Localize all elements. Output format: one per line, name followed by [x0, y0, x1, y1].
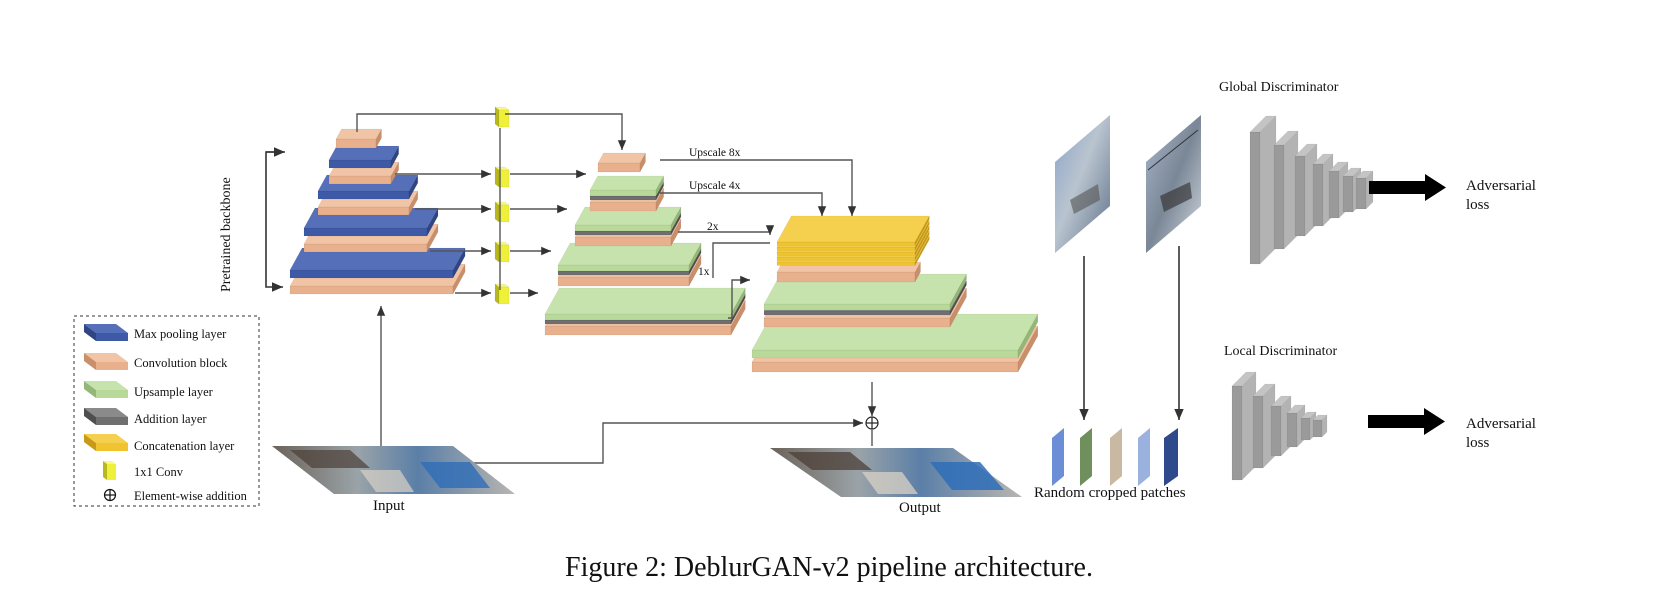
legend-element-wise-addition: Element-wise addition	[103, 488, 248, 503]
conv1x1-icon	[494, 166, 510, 188]
concatenation-layer	[776, 215, 930, 246]
legend-box	[73, 315, 260, 507]
input-label: Input	[373, 498, 405, 514]
conv1x1-icon	[494, 201, 510, 223]
encoder-max-pooling	[328, 145, 400, 169]
legend-label: Upsample layer	[134, 385, 214, 399]
output-image	[770, 448, 1022, 497]
blurred-image-1	[1055, 115, 1110, 253]
legend-concatenation-layer: Concatenation layer	[84, 434, 235, 453]
legend-label: Element-wise addition	[134, 489, 248, 503]
legend-label: Concatenation layer	[134, 439, 235, 453]
scale-2x-label: 2x	[707, 221, 719, 233]
convolution-block-icon	[84, 353, 128, 370]
global-adversarial-label: Adversarial	[1466, 178, 1536, 194]
output-label: Output	[899, 500, 942, 516]
decoder-upsample-layer	[557, 242, 702, 272]
legend-max-pooling: Max pooling layer	[84, 324, 227, 341]
encoder-pyramid	[289, 128, 466, 295]
upscale-4x-label: Upscale 4x	[689, 180, 741, 192]
backbone-bracket: Pretrained backbone	[219, 147, 285, 292]
legend-convolution-block: Convolution block	[84, 353, 228, 370]
legend-label: 1x1 Conv	[134, 465, 184, 479]
conv1x1-icon	[494, 241, 510, 263]
upsample-layer-icon	[84, 381, 128, 398]
legend-upsample-layer: Upsample layer	[84, 381, 214, 399]
conv1x1-column	[494, 106, 510, 305]
local-adversarial-label: Adversarial	[1466, 416, 1536, 432]
discriminator-layer	[1312, 414, 1328, 438]
encoder-max-pooling	[289, 247, 466, 279]
decoder-upsample-layer	[544, 287, 746, 321]
final-stack	[751, 215, 1039, 373]
conv1x1-icon	[494, 106, 510, 128]
backbone-label: Pretrained backbone	[219, 177, 234, 292]
cropped-patches	[1052, 428, 1178, 486]
legend-label: Convolution block	[134, 356, 228, 370]
discriminator-layer	[1273, 130, 1299, 250]
local-adversarial-arrow	[1368, 408, 1445, 435]
decoder-top-conv	[597, 152, 646, 173]
legend-label: Addition layer	[134, 412, 207, 426]
conv1x1-icon	[103, 461, 116, 480]
local-discriminator-label: Local Discriminator	[1224, 344, 1337, 359]
global-discriminator-label: Global Discriminator	[1219, 80, 1339, 95]
local-loss-label: loss	[1466, 435, 1490, 451]
legend-1x1-conv: 1x1 Conv	[103, 461, 184, 480]
element-wise-addition-node	[865, 416, 879, 430]
max-pooling-icon	[84, 324, 128, 341]
concatenation-layer-icon	[84, 434, 128, 451]
global-discriminator	[1249, 115, 1374, 265]
addition-layer-icon	[84, 408, 128, 425]
upscale-8x-label: Upscale 8x	[689, 147, 741, 159]
global-adversarial-arrow	[1369, 174, 1446, 201]
decoder-upsample-layer	[574, 206, 682, 232]
global-loss-label: loss	[1466, 197, 1490, 213]
conv1x1-icon	[494, 283, 510, 305]
patches-label: Random cropped patches	[1034, 485, 1186, 501]
blurred-image-2	[1146, 115, 1201, 253]
fpn-decoder	[544, 152, 746, 336]
legend-addition-layer: Addition layer	[84, 408, 207, 426]
decoder-upsample-layer	[589, 175, 665, 197]
legend: Max pooling layer Convolution block Upsa…	[73, 315, 260, 507]
local-discriminator	[1231, 371, 1328, 481]
discriminator-layer	[1231, 371, 1257, 481]
skip-connections	[356, 113, 877, 464]
figure-caption: Figure 2: DeblurGAN-v2 pipeline architec…	[565, 552, 1093, 583]
discriminator-layer	[1249, 115, 1277, 265]
encoder-top-conv	[335, 128, 382, 149]
scale-1x-label: 1x	[698, 266, 710, 278]
element-wise-addition-icon	[103, 488, 117, 502]
input-image	[272, 446, 515, 494]
legend-label: Max pooling layer	[134, 327, 227, 341]
